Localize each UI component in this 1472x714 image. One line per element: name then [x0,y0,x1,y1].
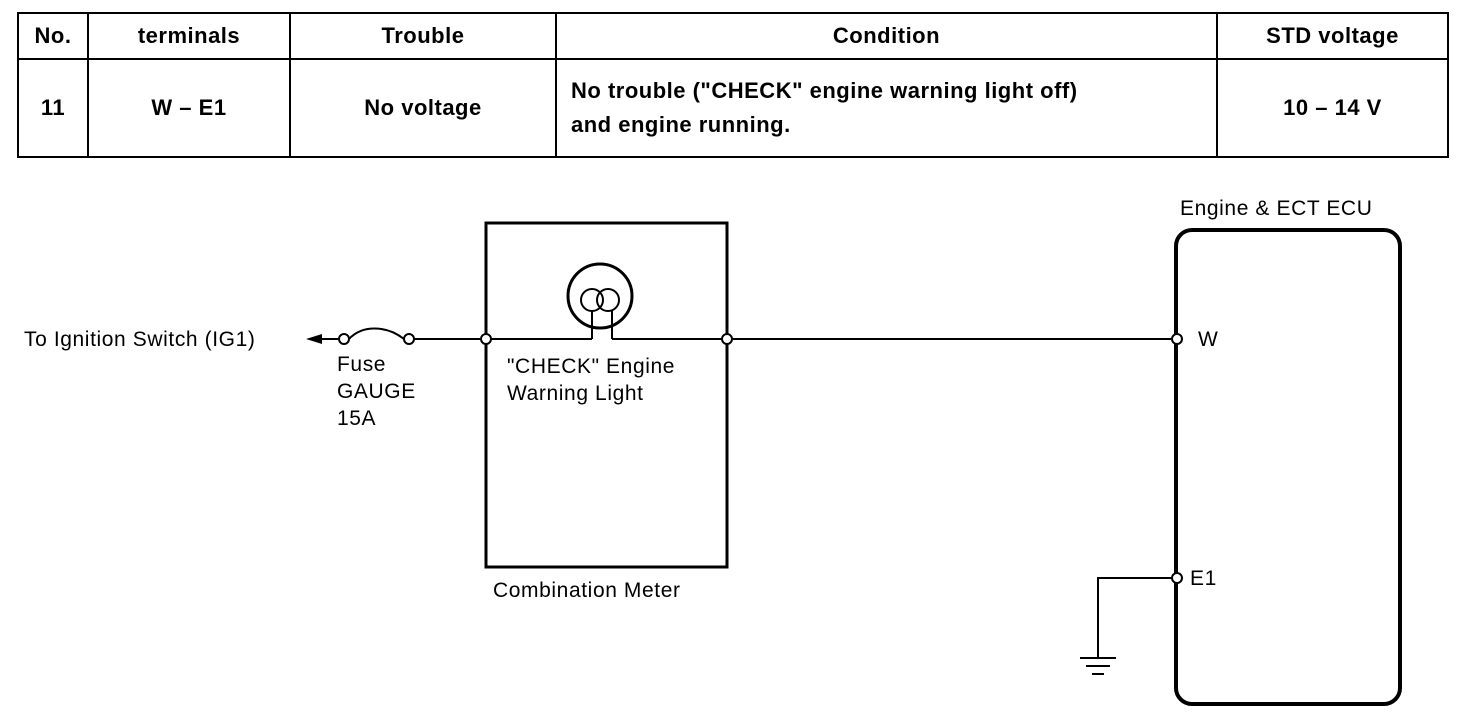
bulb-icon [566,262,634,339]
cell-condition: No trouble ("CHECK" engine warning light… [555,58,1218,158]
header-terminals: terminals [87,12,291,60]
cell-std-voltage: 10 – 14 V [1216,58,1449,158]
ecu-terminal-e1 [1171,572,1183,584]
meter-terminal-right [721,333,733,345]
table-row: 11 W – E1 No voltage No trouble ("CHECK"… [17,58,1449,158]
table-header-row: No. terminals Trouble Condition STD volt… [17,12,1449,60]
ecu-box [1174,228,1402,706]
light-label-2: Warning Light [507,382,644,405]
fuse-label-3: 15A [337,407,376,430]
terminal-e1-label: E1 [1190,567,1217,590]
combination-meter-label: Combination Meter [493,579,681,602]
ecu-label: Engine & ECT ECU [1180,197,1372,220]
spec-table: No. terminals Trouble Condition STD volt… [17,12,1449,158]
arrow-icon [306,334,322,344]
combination-meter-box [484,221,729,569]
cell-trouble: No voltage [289,58,557,158]
fuse-terminal-right [403,333,415,345]
cell-terminals: W – E1 [87,58,291,158]
condition-line-2: and engine running. [571,112,791,137]
fuse-label-1: Fuse [337,353,386,376]
fuse-icon [348,327,405,340]
header-condition: Condition [555,12,1218,60]
ground-icon [1080,657,1116,675]
meter-terminal-left [480,333,492,345]
header-trouble: Trouble [289,12,557,60]
ignition-label: To Ignition Switch (IG1) [24,328,256,351]
wire-e1-to-ground [1097,577,1172,658]
condition-line-1: No trouble ("CHECK" engine warning light… [571,78,1078,103]
header-no: No. [17,12,89,60]
terminal-w-label: W [1198,328,1218,351]
fuse-terminal-left [338,333,350,345]
header-std-voltage: STD voltage [1216,12,1449,60]
cell-no: 11 [17,58,89,158]
ecu-terminal-w [1171,333,1183,345]
fuse-label-2: GAUGE [337,380,416,403]
light-label-1: "CHECK" Engine [507,355,675,378]
